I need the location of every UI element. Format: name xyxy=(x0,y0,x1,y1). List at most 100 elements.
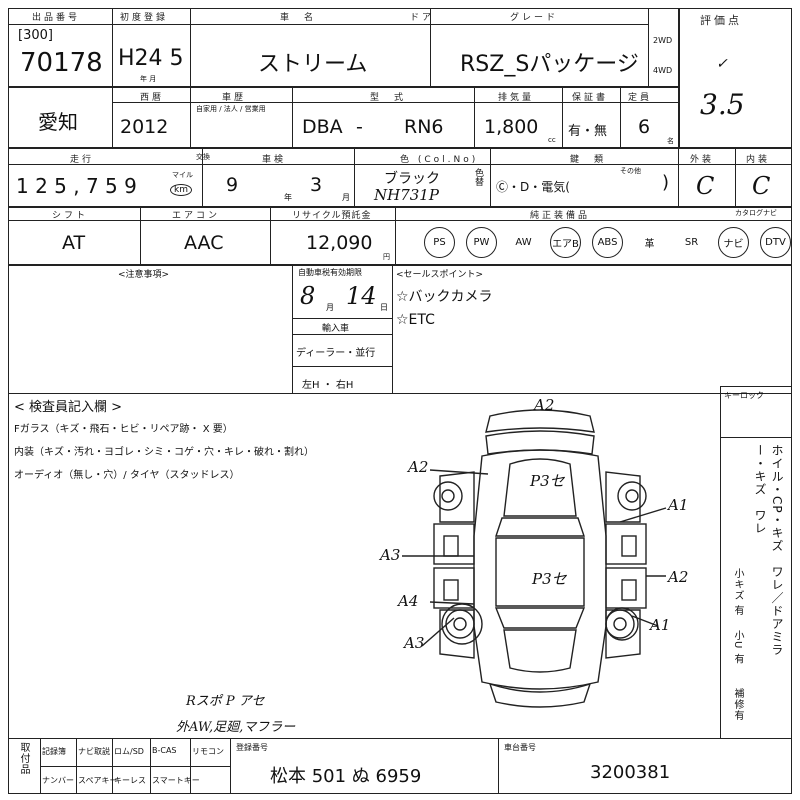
equipment-item: 革 xyxy=(644,239,655,250)
year-label: 西暦 xyxy=(140,93,165,103)
score-label: 評価点 xyxy=(700,14,742,27)
sales-point-1: ☆バックカメラ xyxy=(396,289,493,305)
warranty-label: 保証書 xyxy=(572,93,609,103)
mark-right-lower: A1 xyxy=(650,616,671,634)
mileage-unit-mile: マイル xyxy=(172,171,193,179)
equipment-item: PW xyxy=(466,227,497,258)
color-label: 色 (Col.No) xyxy=(400,155,479,165)
side-text: ホイル・CP・キズ ワレ／ドアミラー・キズ ワレ xyxy=(753,444,784,657)
score-tick: ✓ xyxy=(716,56,728,72)
side-small-2: 小U 有 xyxy=(732,630,743,665)
aircon: AAC xyxy=(184,232,224,254)
history-label: 車歴 xyxy=(222,93,247,103)
footer-frame xyxy=(8,738,792,794)
drive-4wd: 4WD xyxy=(653,66,673,75)
history-sub: 自家用 / 法人 / 営業用 xyxy=(196,105,266,113)
equipment-item: ナビ xyxy=(718,227,749,258)
side-small-3: 補修有 xyxy=(732,688,743,721)
grade-label: グレード xyxy=(510,13,559,23)
equipment-item: エアB xyxy=(550,227,581,258)
footer-label-top: リモコン xyxy=(192,747,224,756)
capacity-unit: 名 xyxy=(667,137,674,145)
first-reg-value: H24 5 xyxy=(118,46,184,71)
inspection-line2: 内装（キズ・汚れ・ヨゴレ・シミ・コゲ・穴・キレ・破れ・割れ） xyxy=(14,447,314,458)
row2-frame xyxy=(8,86,680,148)
displacement-label: 排気量 xyxy=(498,93,535,103)
footer-label-top: B-CAS xyxy=(152,746,177,755)
shift-label: シフト xyxy=(52,211,89,221)
model-code: RN6 xyxy=(404,116,444,138)
model-dash: - xyxy=(356,116,363,138)
key-options: Ⓒ・D・電気( xyxy=(496,180,570,194)
model-label: 型 式 xyxy=(370,93,407,103)
footer-label-top: ナビ取説 xyxy=(78,747,110,756)
side-small-1: 小キズ 有 xyxy=(732,568,743,617)
score: 3.5 xyxy=(700,88,745,121)
year: 2012 xyxy=(120,116,169,138)
import-dealer: ディーラー・並行 xyxy=(296,348,376,359)
aircon-label: エアコン xyxy=(172,211,221,221)
exterior: C xyxy=(696,172,715,200)
equipment-item: SR xyxy=(684,237,699,248)
inspection-month: 3 xyxy=(310,174,323,196)
handwritten-note-2: 外AW,足廻,マフラー xyxy=(176,720,296,735)
chassis-label: 車台番号 xyxy=(504,743,536,752)
tax-day: 14 xyxy=(346,282,377,310)
footer-label-top: 記録簿 xyxy=(42,747,66,756)
lot-number: 70178 xyxy=(20,48,103,78)
car-damage-diagram xyxy=(402,409,667,708)
displacement-unit: cc xyxy=(548,136,556,144)
drive-2wd: 2WD xyxy=(653,36,673,45)
inspection-frame xyxy=(8,392,792,738)
car-name: ストリーム xyxy=(258,52,368,77)
tax-month: 8 xyxy=(300,282,316,310)
equipment-label: 純正装備品 xyxy=(530,211,591,221)
mileage: 1 2 5 , 7 5 9 xyxy=(16,174,137,198)
footer-label-top: ロム/SD xyxy=(114,747,144,756)
mark-left-lower: A4 xyxy=(398,592,419,610)
displacement: 1,800 xyxy=(484,116,539,138)
region: 愛知 xyxy=(38,110,78,134)
mark-right-upper: A1 xyxy=(668,496,689,514)
mark-left-mid: A3 xyxy=(380,546,401,564)
model-prefix: DBA xyxy=(302,116,343,138)
sales-label: <セールスポイント> xyxy=(396,270,484,280)
row1-frame xyxy=(8,8,680,88)
tax-day-unit: 日 xyxy=(380,303,388,312)
equipment-item: ABS xyxy=(592,227,623,258)
car-name-label: 車 名 xyxy=(280,13,317,23)
footer-side-label: 取付品 xyxy=(18,742,29,775)
footer-label-bottom: キーレス xyxy=(114,776,146,785)
color-change-label: 色替 xyxy=(473,168,483,186)
first-reg-unit: 年 月 xyxy=(140,75,157,83)
import-label: 輸入車 xyxy=(322,324,350,334)
footer-label-bottom: ナンバー xyxy=(42,776,74,785)
mark-left-upper: A2 xyxy=(408,458,429,476)
interior: C xyxy=(752,172,771,200)
mark-left-bottom: A3 xyxy=(404,634,425,652)
row5-frame xyxy=(8,264,792,394)
footer-label-bottom: スマートキー xyxy=(152,776,200,785)
equipment-item: PS xyxy=(424,227,455,258)
key-close: ) xyxy=(662,172,670,193)
mark-right-mid: A2 xyxy=(668,568,689,586)
recycle-label: リサイクル預託金 xyxy=(292,211,372,221)
equipment-item: AW xyxy=(515,237,532,248)
plate-label: 登録番号 xyxy=(236,743,268,752)
interior-label: 内装 xyxy=(746,155,771,165)
handwritten-note-1: Rスポ P アセ xyxy=(186,694,265,709)
capacity: 6 xyxy=(638,116,651,138)
sales-point-2: ☆ETC xyxy=(396,312,435,328)
chassis: 3200381 xyxy=(590,762,671,783)
capacity-label: 定員 xyxy=(628,93,653,103)
mark-top: A2 xyxy=(534,396,555,414)
meter-label: 交換 xyxy=(196,153,210,161)
inspection-line3: オーディオ（無し・穴）/ タイヤ（スタッドレス） xyxy=(14,470,240,481)
steering: 左H ・ 右H xyxy=(302,380,354,391)
plate: 松本 501 ぬ 6959 xyxy=(270,766,422,787)
shift: AT xyxy=(62,232,86,254)
lot-label: 出品番号 xyxy=(32,13,81,23)
recycle-unit: 円 xyxy=(383,253,390,261)
footer-label-bottom: スペアキー xyxy=(78,776,118,785)
